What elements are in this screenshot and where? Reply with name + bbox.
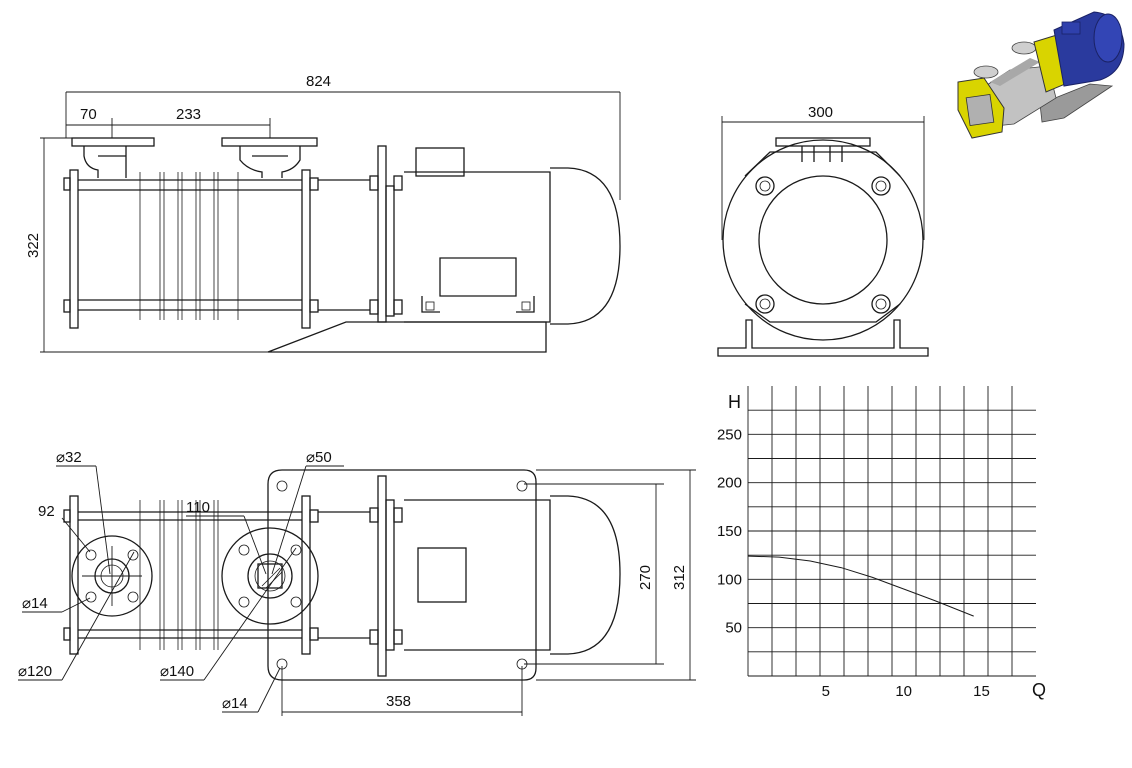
x-tick-label: 15	[973, 683, 990, 700]
y-tick-label: 100	[717, 571, 742, 588]
label-inlet-hole: ⌀14	[22, 595, 48, 612]
y-axis-label: H	[728, 392, 741, 412]
label-inlet-flange: ⌀120	[18, 663, 52, 680]
label-outlet-diameter: ⌀50	[306, 449, 332, 466]
chart-grid	[747, 386, 1036, 677]
top-view: ⌀32 ⌀50 92 110 ⌀14 ⌀120 ⌀140 ⌀14 358 270	[18, 449, 696, 716]
x-tick-label: 10	[895, 683, 912, 700]
chart-series	[747, 555, 974, 617]
label-base-hole: ⌀14	[222, 695, 248, 712]
y-tick-label: 50	[725, 620, 742, 637]
y-tick-label: 250	[717, 426, 742, 443]
dim-base-length: 358	[386, 693, 411, 710]
x-tick-label: 5	[822, 683, 830, 700]
label-inlet-bolt-circle: 92	[38, 503, 55, 520]
dim-inlet-offset: 70	[80, 106, 97, 123]
head-curve	[747, 555, 974, 617]
front-view: 824 70 233 322	[25, 73, 621, 353]
x-axis-label: Q	[1032, 680, 1046, 700]
end-view-bolts	[755, 176, 891, 314]
label-outlet-flange: ⌀140	[160, 663, 194, 680]
dim-height: 322	[25, 233, 42, 258]
pump-3d-render-icon	[957, 11, 1125, 139]
dim-port-spacing: 233	[176, 106, 201, 123]
dim-overall-length: 824	[306, 73, 331, 90]
label-inlet-diameter: ⌀32	[56, 449, 82, 466]
dim-base-inner: 270	[637, 565, 654, 590]
end-view: 300	[717, 104, 929, 357]
y-tick-label: 200	[717, 475, 742, 492]
dim-base-outer: 312	[671, 565, 688, 590]
dim-end-width: 300	[808, 104, 833, 121]
chart-ticks: 50 100 150 200 250 5 10 15	[717, 426, 990, 700]
performance-chart: 50 100 150 200 250 5 10 15 H Q	[717, 386, 1046, 700]
y-tick-label: 150	[717, 523, 742, 540]
label-outlet-bolt-circle: 110	[186, 499, 210, 516]
